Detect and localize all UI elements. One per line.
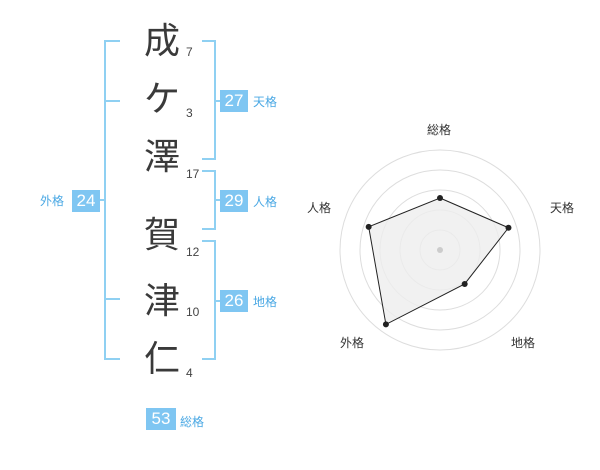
name-char-5: 津 xyxy=(143,281,180,322)
radar-ring xyxy=(339,149,541,351)
gaikaku-bracket-stub xyxy=(96,199,104,201)
radar-ring xyxy=(359,169,521,331)
jinkaku-value-badge: 29 xyxy=(220,190,248,212)
gaikaku-bracket-tick-2 xyxy=(104,298,120,300)
name-char-2: ケ xyxy=(143,79,180,120)
chikaku-bracket-stub xyxy=(214,300,222,302)
name-char-1: 成 xyxy=(143,21,180,62)
radar-point-5 xyxy=(365,223,372,230)
chikaku-label: 地格 xyxy=(253,295,278,309)
radar-axis-label-gaikaku: 外格 xyxy=(340,336,365,350)
radar-point-3 xyxy=(461,280,468,287)
chikaku-value-badge: 26 xyxy=(220,290,248,312)
name-char-3: 澤 xyxy=(143,137,180,178)
chikaku-bracket-bottom xyxy=(202,358,216,360)
radar-center-dot xyxy=(437,247,443,253)
jinkaku-label: 人格 xyxy=(253,195,278,209)
gaikaku-bracket-top xyxy=(104,40,120,42)
soukaku-label: 総格 xyxy=(180,415,205,429)
radar-point-1 xyxy=(437,195,443,201)
jinkaku-bracket-bottom xyxy=(202,228,216,230)
tenkaku-bracket-stub xyxy=(214,100,222,102)
stroke-count-3: 17 xyxy=(186,167,200,181)
stroke-count-2: 3 xyxy=(186,106,193,120)
radar-axis-label-chikaku: 地格 xyxy=(511,336,536,350)
tenkaku-bracket-bottom xyxy=(202,158,216,160)
radar-point-4 xyxy=(382,321,389,328)
radar-polygon xyxy=(368,197,510,326)
gaikaku-bracket-tick-1 xyxy=(104,100,120,102)
stroke-count-4: 12 xyxy=(186,245,200,259)
tenkaku-label: 天格 xyxy=(253,95,278,109)
jinkaku-bracket-top xyxy=(202,170,216,172)
stroke-count-1: 7 xyxy=(186,45,193,59)
tenkaku-value-badge: 27 xyxy=(220,90,248,112)
gaikaku-bracket-bottom xyxy=(104,358,120,360)
tenkaku-bracket-top xyxy=(202,40,216,42)
radar-point-2 xyxy=(505,224,512,231)
soukaku-value-badge: 53 xyxy=(146,408,176,430)
jinkaku-bracket-stub xyxy=(214,199,222,201)
chikaku-bracket-top xyxy=(202,240,216,242)
gaikaku-label: 外格 xyxy=(40,194,65,208)
gaikaku-value-badge: 24 xyxy=(72,190,100,212)
radar-axis-label-soukaku: 総格 xyxy=(427,123,452,137)
name-char-6: 仁 xyxy=(143,339,180,380)
name-char-4: 賀 xyxy=(143,215,180,256)
stroke-count-6: 4 xyxy=(186,366,193,380)
stroke-count-5: 10 xyxy=(186,305,200,319)
radar-axis-label-tenkaku: 天格 xyxy=(550,201,575,215)
gaikaku-bracket-vertical xyxy=(104,40,106,360)
radar-axis-label-jinkaku: 人格 xyxy=(307,201,332,215)
